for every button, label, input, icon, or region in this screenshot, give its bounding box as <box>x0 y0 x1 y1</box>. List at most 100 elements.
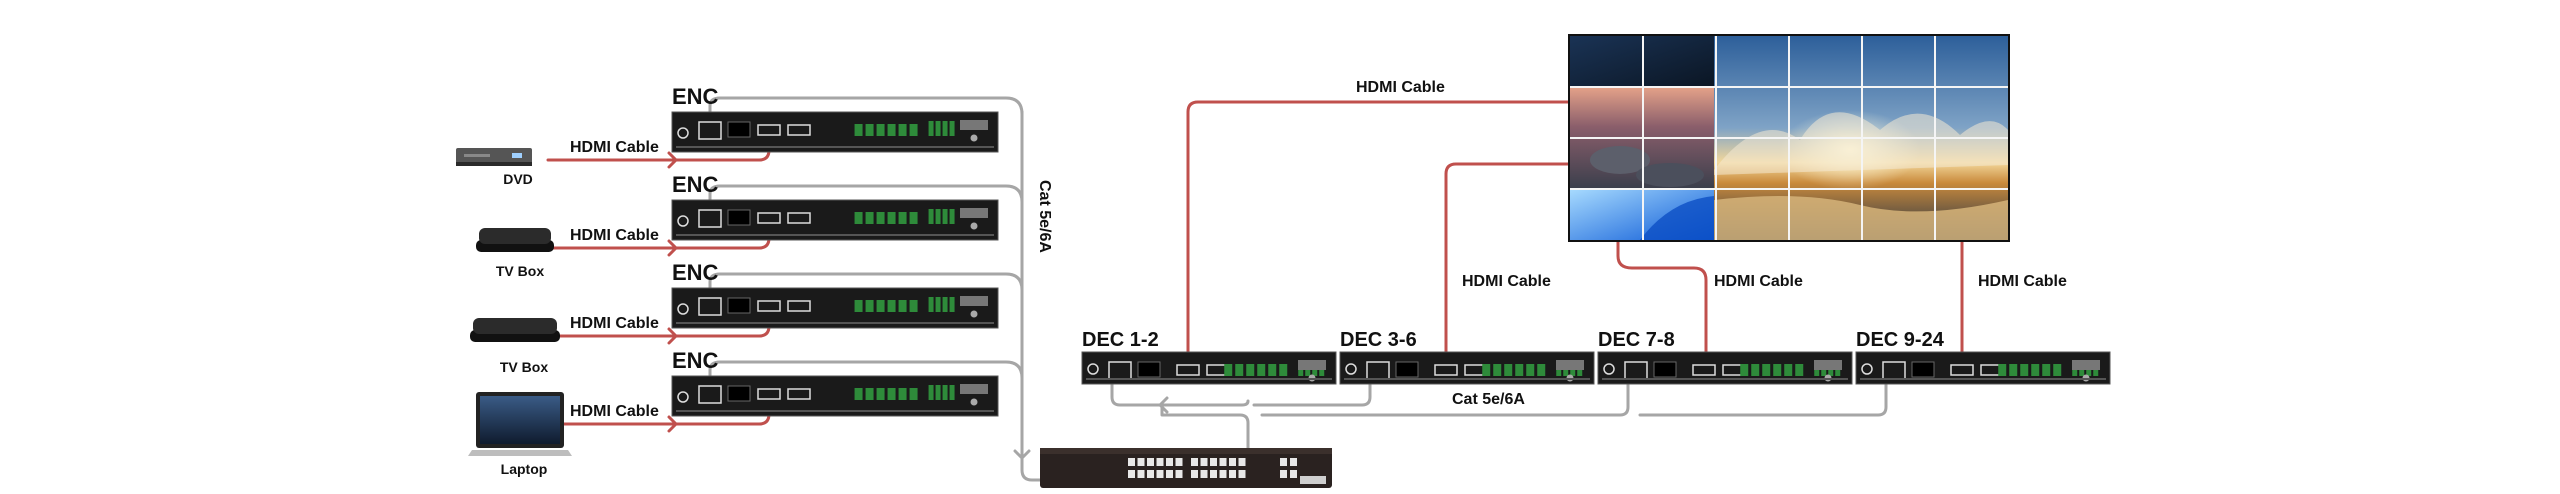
terminal-block-icon <box>2009 364 2018 376</box>
terminal-block-icon <box>1279 364 1288 376</box>
lan-port-icon <box>698 121 722 140</box>
sfp-port-icon <box>1395 361 1419 378</box>
terminal-block-icon <box>854 388 863 400</box>
network-trunk-cable <box>1160 403 1250 450</box>
hdmi-cable-label: HDMI Cable <box>1356 79 1445 96</box>
decoder-hdmi-cable <box>1616 240 1708 366</box>
terminal-block-icon <box>1537 364 1546 376</box>
source-label: TV Box <box>496 263 544 279</box>
sfp-port-icon <box>1137 361 1161 378</box>
switch-port <box>1137 458 1145 466</box>
tv-box-icon <box>470 318 560 342</box>
terminal-block-icon <box>1493 364 1502 376</box>
encoder-network-cable <box>708 272 1024 302</box>
switch-port <box>1175 458 1183 466</box>
switch-uplink-port <box>1290 458 1297 466</box>
terminal-block-icon <box>887 388 896 400</box>
terminal-block-icon <box>935 297 941 312</box>
switch-port <box>1210 458 1217 466</box>
encoder-label: ENC <box>672 84 719 109</box>
sfp-port-icon <box>1911 361 1935 378</box>
network-arrow-icon <box>1013 449 1031 460</box>
hdmi-arrow-icon <box>667 239 678 257</box>
terminal-block-icon <box>2053 364 2062 376</box>
decoder-network-cable <box>1260 374 1630 417</box>
power-port-icon <box>677 391 689 403</box>
hdmi-port-icon <box>1434 364 1458 376</box>
terminal-block-icon <box>1515 364 1524 376</box>
terminal-block-icon <box>928 209 934 224</box>
device-layer <box>456 111 2111 456</box>
terminal-block-icon <box>2020 364 2029 376</box>
decoder-label: DEC 9-24 <box>1856 329 1945 351</box>
decoder-network-cable <box>1638 374 1888 417</box>
encoder-network-cable <box>708 184 1024 214</box>
encoder-network-cable <box>708 96 1024 126</box>
switch-port <box>1156 458 1164 466</box>
decoder-network-cable <box>1110 374 1250 407</box>
terminal-block-icon <box>1751 364 1760 376</box>
terminal-block-icon <box>949 297 955 312</box>
terminal-block-icon <box>1224 364 1233 376</box>
rs232-port-icon <box>960 296 988 306</box>
rs232-port-icon <box>960 384 988 394</box>
terminal-block-icon <box>935 385 941 400</box>
terminal-block-icon <box>942 297 948 312</box>
rs232-port-icon <box>1298 360 1326 370</box>
terminal-block-icon <box>865 212 874 224</box>
terminal-block-icon <box>876 124 885 136</box>
ir-port-icon <box>970 398 978 406</box>
hdmi-port-icon <box>757 388 781 400</box>
terminal-block-icon <box>1762 364 1771 376</box>
hdmi-cable-label: HDMI Cable <box>570 139 659 156</box>
terminal-block-icon <box>909 212 918 224</box>
power-port-icon <box>1087 363 1099 375</box>
terminal-block-icon <box>1482 364 1491 376</box>
decoder-unit <box>1339 351 1595 385</box>
switch-port <box>1229 470 1236 478</box>
lan-port-icon <box>698 385 722 404</box>
terminal-block-icon <box>865 300 874 312</box>
power-port-icon <box>677 303 689 315</box>
sfp-port-icon <box>727 385 751 402</box>
terminal-block-icon <box>1740 364 1749 376</box>
terminal-block-icon <box>949 209 955 224</box>
switch-port <box>1128 470 1135 478</box>
power-port-icon <box>677 127 689 139</box>
switch-uplink-port <box>1280 470 1287 478</box>
terminal-block-icon <box>2042 364 2051 376</box>
terminal-block-icon <box>1784 364 1793 376</box>
switch-uplink-port <box>1280 458 1287 466</box>
decoder-unit <box>1855 351 2111 385</box>
ir-port-icon <box>970 310 978 318</box>
switch-port <box>1128 458 1135 466</box>
terminal-block-icon <box>898 124 907 136</box>
terminal-block-icon <box>887 212 896 224</box>
sfp-port-icon <box>727 209 751 226</box>
encoder-unit <box>671 199 999 241</box>
switch-port <box>1238 458 1246 466</box>
lan-port-icon <box>698 209 722 228</box>
source-label: TV Box <box>500 359 548 375</box>
terminal-block-icon <box>854 212 863 224</box>
switch-port <box>1137 470 1145 478</box>
terminal-block-icon <box>1526 364 1535 376</box>
source-label: DVD <box>503 171 533 187</box>
terminal-block-icon <box>1235 364 1244 376</box>
decoder-label: DEC 3-6 <box>1340 329 1417 351</box>
terminal-block-icon <box>876 212 885 224</box>
terminal-block-icon <box>928 121 934 136</box>
tv-box-icon <box>476 228 554 252</box>
terminal-block-icon <box>1504 364 1513 376</box>
terminal-block-icon <box>942 121 948 136</box>
terminal-block-icon <box>887 124 896 136</box>
hdmi-arrow-icon <box>667 327 678 345</box>
terminal-block-icon <box>909 300 918 312</box>
sfp-port-icon <box>1653 361 1677 378</box>
sfp-port-icon <box>727 297 751 314</box>
hdmi-loop-port-icon <box>787 388 811 400</box>
decoder-network-cable <box>1252 374 1372 407</box>
terminal-block-icon <box>865 388 874 400</box>
terminal-block-icon <box>898 388 907 400</box>
